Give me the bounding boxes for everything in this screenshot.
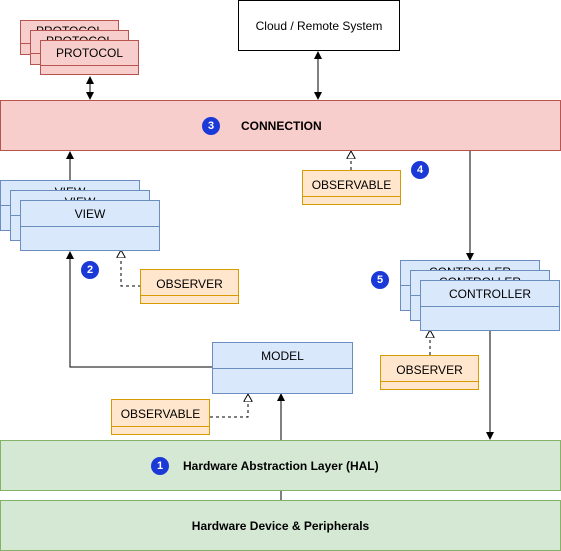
protocol-divider <box>41 65 138 66</box>
controller-box[interactable]: CONTROLLER <box>420 280 560 331</box>
observable-divider <box>303 196 400 197</box>
badge-3: 3 <box>202 117 220 135</box>
observer-divider <box>381 381 478 382</box>
badge-1: 1 <box>151 457 169 475</box>
observable-connection-box[interactable]: OBSERVABLE <box>302 170 401 205</box>
controller-divider <box>421 306 559 307</box>
observer-divider <box>141 295 238 296</box>
protocol-label: PROTOCOL <box>55 46 124 60</box>
hal-label: Hardware Abstraction Layer (HAL) <box>183 459 379 473</box>
model-label: MODEL <box>261 349 304 363</box>
view-divider <box>21 226 159 227</box>
observable-connection-label: OBSERVABLE <box>311 178 392 192</box>
connection-label: CONNECTION <box>241 119 322 133</box>
view-box[interactable]: VIEW <box>20 200 160 251</box>
hal-box[interactable]: 1 Hardware Abstraction Layer (HAL) <box>0 440 561 491</box>
controller-label: CONTROLLER <box>448 287 531 301</box>
observer-controller-box[interactable]: OBSERVER <box>380 355 479 390</box>
edge-observer-view <box>121 250 141 287</box>
view-label: VIEW <box>74 207 106 221</box>
observer-controller-label: OBSERVER <box>396 363 463 377</box>
observer-view-label: OBSERVER <box>156 277 223 291</box>
observable-model-box[interactable]: OBSERVABLE <box>111 399 210 435</box>
badge-5: 5 <box>371 271 389 289</box>
cloud-box[interactable]: Cloud / Remote System <box>238 0 400 51</box>
protocol-box[interactable]: PROTOCOL <box>40 40 139 75</box>
model-box[interactable]: MODEL <box>212 342 353 394</box>
device-box[interactable]: Hardware Device & Peripherals <box>0 500 561 551</box>
cloud-label: Cloud / Remote System <box>255 19 383 33</box>
edge-observable-model <box>210 394 248 418</box>
observable-model-label: OBSERVABLE <box>120 407 201 421</box>
edge-model-view <box>66 251 212 368</box>
connection-box[interactable]: 3 CONNECTION <box>0 100 561 151</box>
badge-4: 4 <box>411 161 429 179</box>
badge-2: 2 <box>81 261 99 279</box>
observer-view-box[interactable]: OBSERVER <box>140 269 239 304</box>
device-label: Hardware Device & Peripherals <box>191 519 370 533</box>
observable-divider <box>112 426 209 427</box>
model-divider <box>213 368 352 369</box>
